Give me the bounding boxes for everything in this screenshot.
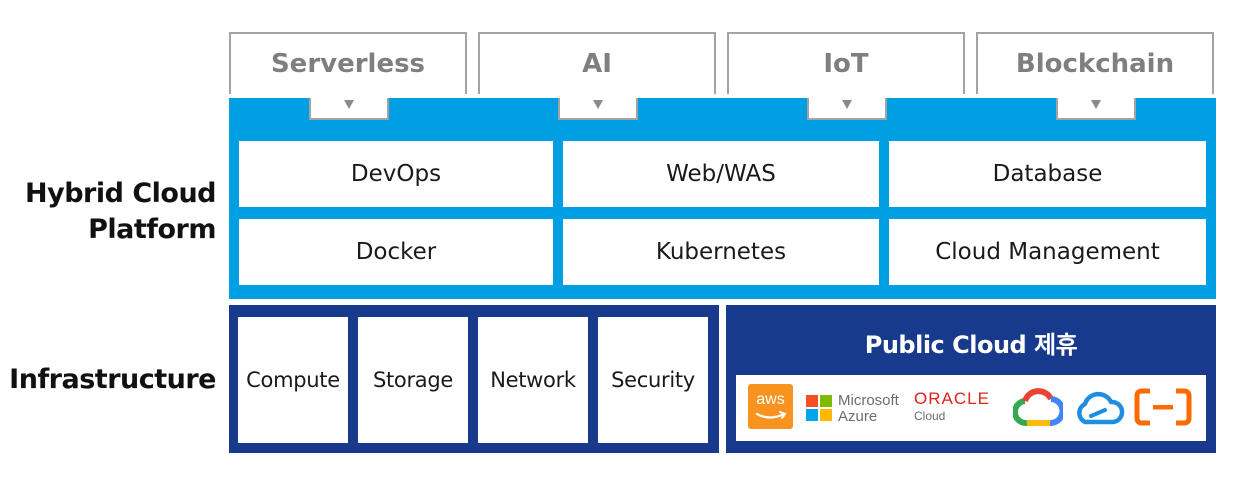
platform-cell-cloud-management: Cloud Management <box>889 219 1206 285</box>
tab-iot: IoT <box>727 32 965 94</box>
tab-serverless: Serverless <box>229 32 467 94</box>
oracle-cloud-text: Cloud <box>914 409 946 423</box>
platform-label-line1: Hybrid Cloud <box>25 178 217 209</box>
google-cloud-icon <box>1011 388 1066 427</box>
aws-smile-icon <box>755 411 787 419</box>
platform-cell-kubernetes: Kubernetes <box>563 219 879 285</box>
tab-connector <box>309 98 389 120</box>
arrow-down-icon <box>344 100 354 109</box>
alibaba-cloud-logo <box>1134 387 1192 427</box>
platform-label: Hybrid Cloud Platform <box>25 176 217 248</box>
microsoft-text: Microsoft <box>838 392 899 409</box>
alibaba-cloud-icon <box>1134 388 1192 426</box>
microsoft-squares-icon <box>806 395 832 421</box>
platform-cell-docker: Docker <box>239 219 553 285</box>
blue-cloud-logo <box>1073 388 1125 428</box>
infra-cell-network: Network <box>478 317 588 443</box>
oracle-cloud-logo: ORACLE Cloud <box>914 389 1009 427</box>
arrow-down-icon <box>1091 100 1101 109</box>
oracle-text: ORACLE <box>914 389 990 408</box>
infra-cell-storage: Storage <box>358 317 468 443</box>
infrastructure-label: Infrastructure <box>9 364 216 395</box>
public-cloud-title: Public Cloud 제휴 <box>864 331 1078 359</box>
google-cloud-logo <box>1011 385 1066 429</box>
infra-cell-compute: Compute <box>238 317 348 443</box>
platform-cell-devops: DevOps <box>239 141 553 207</box>
tab-connector <box>1056 98 1136 120</box>
tab-ai: AI <box>478 32 716 94</box>
tab-blockchain: Blockchain <box>976 32 1214 94</box>
arrow-down-icon <box>593 100 603 109</box>
tab-connector <box>807 98 887 120</box>
infrastructure-block: Compute Storage Network Security <box>229 305 719 453</box>
public-cloud-block: Public Cloud 제휴 aws Microsoft Azure ORAC… <box>726 305 1216 453</box>
microsoft-azure-logo: Microsoft Azure <box>806 392 906 425</box>
platform-cell-database: Database <box>889 141 1206 207</box>
azure-text: Azure <box>838 408 878 425</box>
infra-cell-security: Security <box>598 317 708 443</box>
platform-cell-webwas: Web/WAS <box>563 141 879 207</box>
platform-label-line2: Platform <box>88 214 216 245</box>
cloud-icon <box>1077 391 1125 425</box>
tab-connector <box>558 98 638 120</box>
aws-logo: aws <box>748 384 793 429</box>
arrow-down-icon <box>842 100 852 109</box>
cloud-logos: aws Microsoft Azure ORACLE Cloud <box>736 375 1206 441</box>
